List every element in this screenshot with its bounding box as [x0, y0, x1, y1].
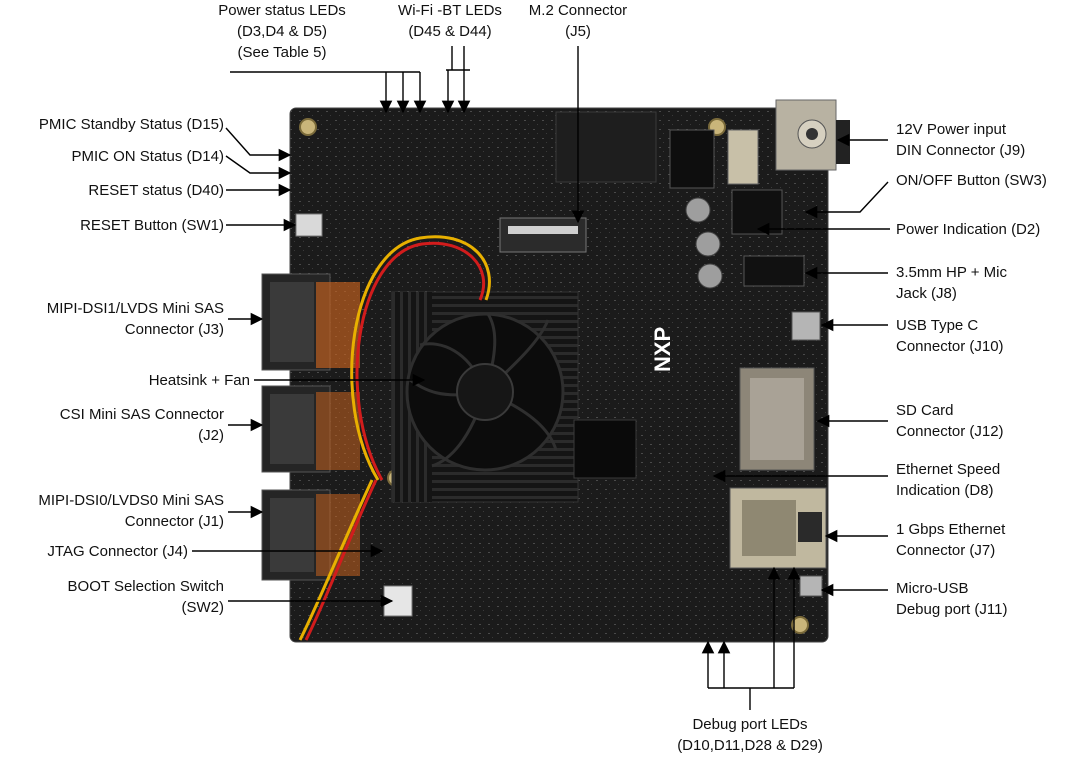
- label-debug-leds: Debug port LEDs (D10,D11,D28 & D29): [677, 716, 823, 754]
- label-power-indication: Power Indication (D2): [896, 221, 1041, 238]
- label-boot-switch: BOOT Selection Switch (SW2): [67, 578, 224, 616]
- label-pmic-standby: PMIC Standby Status (D15): [38, 116, 224, 133]
- sas-connectors: [261, 273, 360, 581]
- label-eth-speed: Ethernet Speed Indication (D8): [896, 461, 1001, 499]
- label-m2-connector: M.2 Connector (J5): [528, 2, 628, 40]
- label-eth-1g: 1 Gbps Ethernet Connector (J7): [896, 521, 1006, 559]
- label-power-input: 12V Power input DIN Connector (J9): [896, 121, 1026, 159]
- label-hp-mic: 3.5mm HP + Mic Jack (J8): [896, 264, 1007, 302]
- label-jtag: JTAG Connector (J4): [47, 543, 188, 560]
- label-heatsink-fan: Heatsink + Fan: [148, 372, 250, 389]
- label-mipi-dsi0: MIPI-DSI0/LVDS0 Mini SAS Connector (J1): [38, 492, 224, 530]
- label-pmic-on: PMIC ON Status (D14): [71, 148, 224, 165]
- label-onoff-button: ON/OFF Button (SW3): [896, 172, 1047, 189]
- vendor-logo: NXP: [650, 327, 675, 372]
- label-micro-usb: Micro-USB Debug port (J11): [896, 580, 1008, 618]
- leader-lines: [192, 46, 890, 710]
- label-sd-card: SD Card Connector (J12): [896, 402, 1004, 440]
- label-usb-c: USB Type C Connector (J10): [896, 317, 1004, 355]
- label-mipi-dsi1: MIPI-DSI1/LVDS Mini SAS Connector (J3): [46, 300, 224, 338]
- label-wifi-bt-leds: Wi-Fi -BT LEDs (D45 & D44): [398, 2, 502, 40]
- label-reset-status: RESET status (D40): [88, 182, 224, 199]
- heatsink: [391, 291, 579, 503]
- label-csi-connector: CSI Mini SAS Connector (J2): [59, 406, 224, 444]
- power-jack: [775, 99, 850, 171]
- label-power-status-leds: Power status LEDs (D3,D4 & D5) (See Tabl…: [218, 2, 346, 61]
- label-reset-button: RESET Button (SW1): [80, 217, 224, 234]
